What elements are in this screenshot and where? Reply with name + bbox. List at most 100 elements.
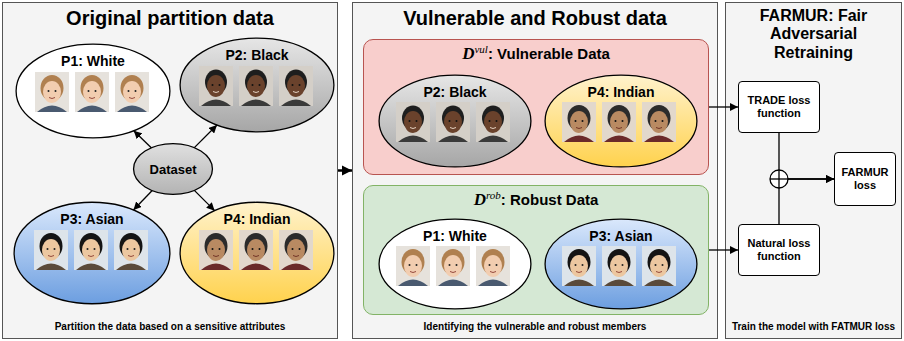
arrow-connector (338, 169, 352, 172)
partition-label: P3: Asian (589, 228, 652, 244)
partition-label: P4: Indian (224, 211, 291, 227)
loss-box: TRADE loss function (738, 81, 820, 133)
panel-title: FARMUR: Fair Adversarial Retraining (730, 7, 897, 62)
face-photo (436, 246, 470, 286)
partition-label: P3: Asian (60, 211, 123, 227)
face-photo (115, 72, 149, 112)
loss-box: FARMUR loss (834, 152, 896, 206)
group-symbol: D (474, 190, 486, 209)
ellipse-shape (134, 144, 213, 195)
partition-ellipse: P1: White (15, 43, 171, 139)
data-group: Drob: Robust DataP1: White P3: Asian (363, 185, 709, 315)
text-holder: P2: Black (179, 37, 335, 133)
panel-footer: Partition the data based on a sensitive … (55, 321, 286, 333)
partition-ellipse: P2: Black (179, 37, 335, 133)
face-photo (114, 230, 148, 270)
ellipse-shape (545, 75, 697, 167)
loss-label: TRADE loss function (743, 94, 815, 120)
partition-ellipse: P4: Indian (544, 74, 698, 168)
face-photo (602, 246, 636, 286)
text-holder: P4: Indian (179, 201, 335, 305)
face-photo (35, 72, 69, 112)
partition-ellipse: P2: Black (378, 74, 532, 168)
ellipse-shape (379, 75, 531, 167)
face-photo (199, 66, 233, 106)
ellipse-shape (545, 219, 697, 309)
ellipse-shape (16, 44, 170, 138)
text-holder: P3: Asian (13, 201, 171, 305)
data-group: Dvul: Vulnerable DataP2: BlackP4: Indian (363, 39, 709, 175)
face-photo (476, 246, 510, 286)
dataset-label: Dataset (150, 162, 197, 177)
panel: Vulnerable and Robust dataIdentifying th… (352, 2, 718, 339)
text-holder: P3: Asian (544, 218, 698, 310)
text-holder: Natural loss function (739, 225, 819, 275)
face-photo (75, 72, 109, 112)
face-photo (642, 246, 676, 286)
face-photo (436, 102, 470, 142)
partition-ellipse: P3: Asian (544, 218, 698, 310)
partition-label: P1: White (423, 228, 487, 244)
panel-footer: Train the model with FATMUR loss (732, 321, 895, 333)
face-photo (476, 102, 510, 142)
sum-symbol (770, 170, 788, 188)
arrow-connector (779, 179, 834, 224)
face-photo (239, 66, 273, 106)
partition-ellipse: P4: Indian (179, 201, 335, 305)
arrow-connector (709, 106, 738, 107)
face-photo (562, 246, 596, 286)
loss-box: Natural loss function (738, 224, 820, 276)
text-holder: Dvul: Vulnerable Data (364, 40, 708, 174)
face-photo (239, 230, 273, 270)
text-holder: P2: Black (378, 74, 532, 168)
face-photo (199, 230, 233, 270)
group-title: : Vulnerable Data (488, 45, 610, 62)
face-photo (279, 230, 313, 270)
panel-title: Original partition data (66, 7, 274, 30)
group-symbol: D (462, 44, 474, 63)
partition-ellipse: P3: Asian (13, 201, 171, 305)
ellipse-shape (180, 202, 334, 304)
partition-ellipse: P1: White (378, 218, 532, 310)
face-photo (279, 66, 313, 106)
text-holder: P4: Indian (544, 74, 698, 168)
face-photo (74, 230, 108, 270)
panel-title: Vulnerable and Robust data (403, 7, 667, 30)
face-photo (34, 230, 68, 270)
ellipse-shape (14, 202, 170, 304)
text-holder: Dataset (133, 143, 213, 195)
partition-label: P4: Indian (588, 84, 655, 100)
loss-label: Natural loss function (743, 237, 815, 263)
face-photo (396, 102, 430, 142)
group-superscript: rob (486, 189, 501, 201)
group-superscript: vul (474, 43, 487, 55)
arrow-connector (709, 249, 738, 250)
ellipse-shape (379, 219, 531, 309)
panel: FARMUR: Fair Adversarial RetrainingTrain… (725, 2, 902, 339)
dataset-ellipse: Dataset (133, 143, 213, 195)
text-holder: FARMUR loss (835, 153, 895, 205)
face-photo (602, 102, 636, 142)
group-title: : Robust Data (501, 191, 599, 208)
partition-label: P2: Black (423, 84, 486, 100)
partition-label: P2: Black (225, 47, 288, 63)
partition-label: P1: White (61, 53, 125, 69)
arrow-connector (194, 125, 217, 148)
loss-label: FARMUR loss (839, 166, 891, 192)
panel-footer: Identifying the vulnerable and robust me… (424, 321, 647, 333)
arrow-connector (194, 190, 214, 210)
face-photo (396, 246, 430, 286)
ellipse-shape (180, 38, 334, 132)
face-photo (562, 102, 596, 142)
panel: Original partition dataPartition the dat… (2, 2, 338, 339)
arrow-connector (133, 191, 152, 210)
text-holder: TRADE loss function (739, 82, 819, 132)
face-photo (642, 102, 676, 142)
arrow-connector (779, 133, 834, 179)
arrow-connector (134, 131, 152, 148)
text-holder: P1: White (378, 218, 532, 310)
